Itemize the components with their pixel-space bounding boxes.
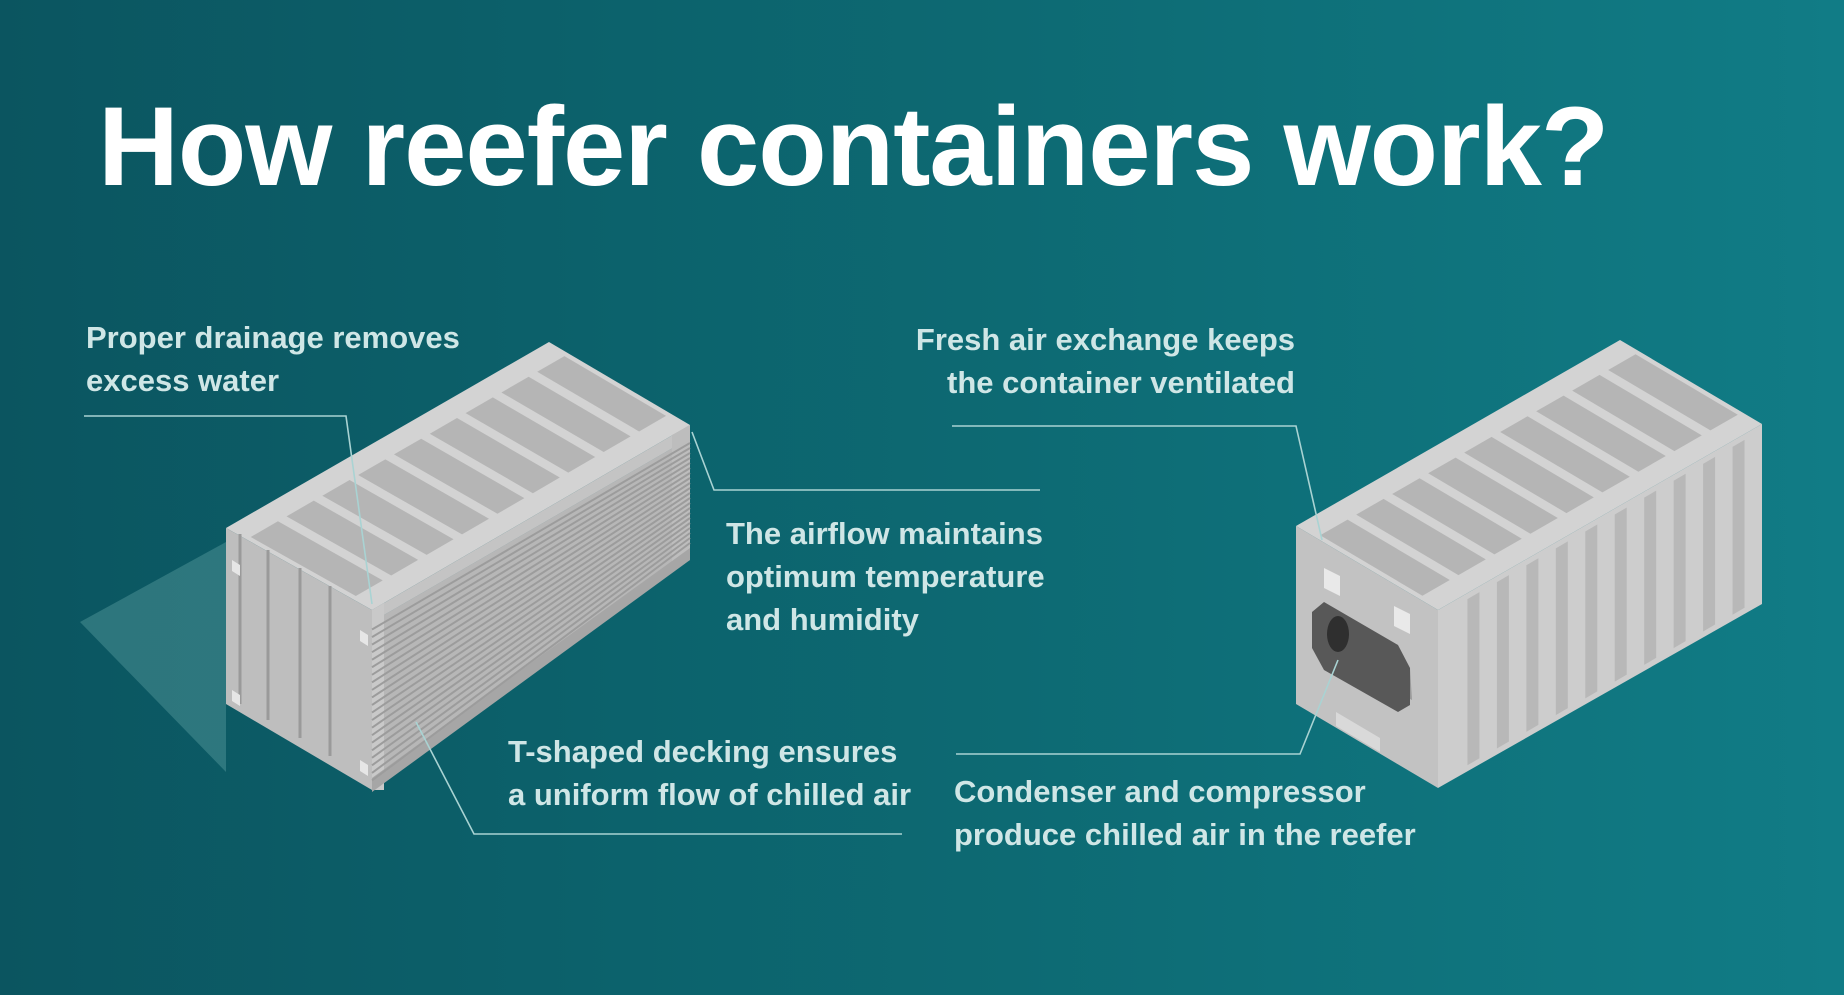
page-title: How reefer containers work? <box>98 84 1609 209</box>
side-rib <box>1644 490 1657 665</box>
vent-panel-icon <box>1394 606 1410 634</box>
fresh-air-leader <box>952 425 1323 541</box>
decking-rail <box>371 537 691 774</box>
roof-slat <box>393 438 525 514</box>
decking-rail <box>371 527 691 759</box>
roof-slat <box>1572 374 1702 452</box>
decking-rail <box>371 482 691 691</box>
drainage-label-line-2: excess water <box>86 363 280 398</box>
roof-slat <box>501 376 631 453</box>
drainage-label-line-1: Proper drainage removes <box>86 320 460 355</box>
decking-rail <box>371 467 691 669</box>
container-doors <box>232 534 368 776</box>
roof-slat <box>1356 498 1486 576</box>
decking-rail <box>371 517 691 744</box>
door-hinge <box>360 760 368 776</box>
decking-label: T-shaped decking ensures a uniform flow … <box>508 730 911 816</box>
roof-slat <box>250 521 383 597</box>
decking-rail <box>371 462 691 661</box>
door-hinge <box>360 630 368 646</box>
airflow-label-line-3: and humidity <box>726 602 919 637</box>
roof-slat <box>465 397 596 473</box>
decking-rail <box>371 477 691 684</box>
side-rib <box>1496 575 1509 749</box>
roof-slat <box>1428 457 1558 534</box>
decking-rail <box>371 472 691 676</box>
decking-label-line-2: a uniform flow of chilled air <box>508 777 912 812</box>
roof-slat <box>537 356 667 432</box>
fresh-air-label-line-2: the container ventilated <box>947 365 1295 400</box>
roof-slat <box>286 500 419 576</box>
fresh-air-label-line-1: Fresh air exchange keeps <box>915 322 1295 357</box>
leader-lines <box>84 415 1339 835</box>
decking-rail <box>371 532 691 767</box>
decking-rail <box>371 452 691 646</box>
decking-rail <box>371 507 691 729</box>
decking-rail <box>371 487 691 699</box>
side-rib <box>1467 592 1480 766</box>
side-rib <box>1673 473 1686 649</box>
decking-rail <box>371 502 691 721</box>
decking-label-line-1: T-shaped decking ensures <box>508 734 898 769</box>
side-rib <box>1526 558 1539 732</box>
decking-rail <box>371 497 691 714</box>
roof-slat <box>1500 416 1630 493</box>
side-rib <box>1555 541 1568 716</box>
roof-slats <box>1320 354 1738 596</box>
condenser-label-line-1: Condenser and compressor <box>954 774 1366 809</box>
roof-slat <box>358 459 489 535</box>
container-light-beam <box>80 542 226 772</box>
decking-rail <box>371 457 691 654</box>
decking-rail <box>371 522 691 752</box>
decking-rail <box>371 512 691 737</box>
condenser-label: Condenser and compressor produce chilled… <box>954 770 1416 856</box>
decking-leader <box>415 721 902 835</box>
roof-slat <box>1608 354 1738 431</box>
airflow-label: The airflow maintains optimum temperatur… <box>726 512 1045 641</box>
decking-rail <box>371 492 691 706</box>
roof-slat <box>1392 478 1522 555</box>
roof-slat <box>1464 436 1594 514</box>
side-rib <box>1614 507 1627 682</box>
drainage-label: Proper drainage removes excess water <box>86 316 460 402</box>
side-rib <box>1585 524 1598 699</box>
drainage-leader <box>84 415 373 605</box>
condenser-fan-icon <box>1327 616 1349 652</box>
airflow-label-line-2: optimum temperature <box>726 559 1045 594</box>
roof-slat <box>1536 395 1666 472</box>
side-rib <box>1703 456 1716 632</box>
fresh-air-label: Fresh air exchange keeps the container v… <box>916 318 1295 404</box>
side-rib <box>1732 439 1745 615</box>
roof-slats <box>250 356 667 597</box>
airflow-leader <box>691 431 1040 491</box>
decking-rail <box>371 442 691 631</box>
t-shaped-decking <box>371 442 691 782</box>
refrigeration-unit <box>1312 568 1412 752</box>
roof-slat <box>429 418 560 494</box>
side-corrugation <box>1467 439 1745 766</box>
door-hinge <box>232 690 240 706</box>
roof-slat <box>1320 519 1450 596</box>
condenser-leader <box>956 659 1339 755</box>
roof-slat <box>322 480 454 555</box>
fresh-air-vent-icon <box>1324 568 1340 596</box>
decking-rail <box>371 447 691 638</box>
condenser-label-line-2: produce chilled air in the reefer <box>954 817 1416 852</box>
door-hinge <box>232 560 240 576</box>
airflow-label-line-1: The airflow maintains <box>726 516 1043 551</box>
